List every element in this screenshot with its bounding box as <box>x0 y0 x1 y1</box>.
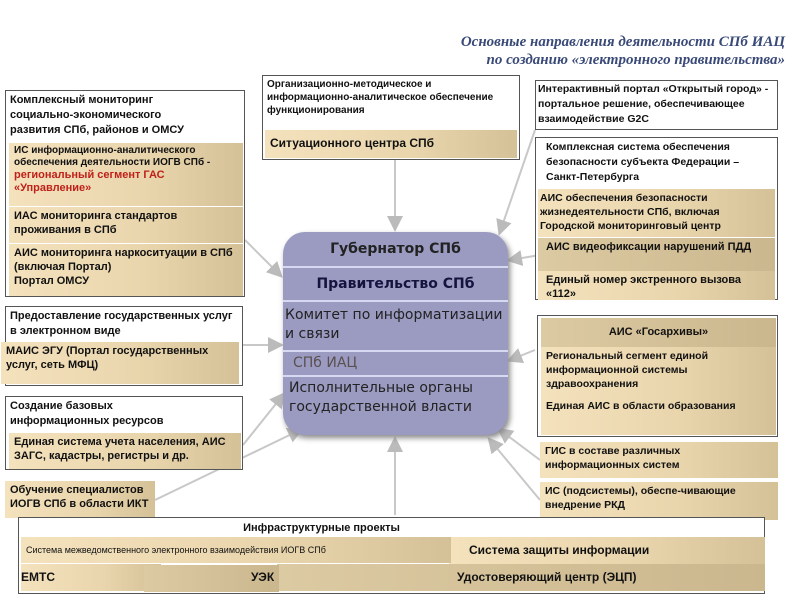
training-item: Обучение специалистов ИОГВ СПб в области… <box>5 481 155 518</box>
monitoring-box: Комплексный мониторинг социально-экономи… <box>5 90 245 297</box>
is-iogv-item: ИС информационно-аналитического обеспече… <box>9 143 243 206</box>
emts-item: ЕМТС <box>21 564 161 591</box>
executive-row: Исполнительные органы государственной вл… <box>289 380 473 415</box>
infrastructure-header: Инфраструктурные проекты <box>243 522 400 534</box>
situation-header: Организационно-методическое и информацио… <box>267 79 494 116</box>
arrow-right-1 <box>496 129 536 236</box>
monitoring-header: Комплексный мониторинг социально-экономи… <box>10 94 185 136</box>
title-line-1: Основные направления деятельности СПб ИА… <box>460 34 785 50</box>
services-box: Предоставление государственных услуг в э… <box>1 306 243 386</box>
mais-egu-item: МАИС ЭГУ (Портал государственных услуг, … <box>1 342 239 384</box>
registry-item: Единая система учета населения, АИС ЗАГС… <box>9 433 241 469</box>
archives-header: АИС «Госархивы» <box>541 318 776 347</box>
governor-row: Губернатор СПб <box>283 232 508 268</box>
arrow-left-1 <box>244 239 283 278</box>
situation-center-item: Ситуационного центра СПб <box>265 130 517 158</box>
open-city-portal-box: Интерактивный портал «Открытый город» - … <box>535 80 778 130</box>
portal-omsu-text: Портал ОМСУ <box>14 275 90 287</box>
government-block: Губернатор СПб Правительство СПб Комитет… <box>283 232 508 435</box>
arrow-left-3 <box>242 391 286 446</box>
committee-row: Комитет по информатизации и связи <box>283 302 508 352</box>
situation-box: Организационно-методическое и информацио… <box>262 75 520 160</box>
arrow-right-5 <box>487 436 541 501</box>
ais-nark-text: АИС мониторинга наркоситуации в СПб (вкл… <box>14 247 233 273</box>
security-box: Комплексная система обеспечения безопасн… <box>535 137 778 300</box>
resources-header: Создание базовых информационных ресурсов <box>10 400 164 427</box>
gas-segment-text: региональный сегмент ГАС «Управление» <box>14 169 165 194</box>
rkd-item: ИС (подсистемы), обеспе-чивающие внедрен… <box>540 482 778 520</box>
uek-item <box>144 565 279 592</box>
arrow-right-4 <box>496 427 541 461</box>
title-line-2: по созданию «электронного правительства» <box>486 52 785 68</box>
ias-item: ИАС мониторинга стандартов проживания в … <box>9 207 243 243</box>
arrow-right-3 <box>506 348 536 363</box>
education-ais-item: Единая АИС в области образования <box>541 397 776 435</box>
uek-label: УЭК <box>251 570 275 584</box>
archives-box: АИС «Госархивы» Региональный сегмент еди… <box>537 315 778 437</box>
government-row: Правительство СПб <box>283 268 508 302</box>
is-iogv-text: ИС информационно-аналитического обеспече… <box>14 145 211 168</box>
ais-life-safety-item: АИС обеспечения безопасности жизнедеятел… <box>538 189 775 237</box>
page-title: Основные направления деятельности СПб ИА… <box>461 33 785 69</box>
smev-item: Система межведомственного электронного в… <box>21 537 451 563</box>
protection-item: Система защиты информации <box>449 537 765 564</box>
ais-nark-item: АИС мониторинга наркоситуации в СПб (вкл… <box>9 244 243 296</box>
gis-item: ГИС в составе различных информационных с… <box>540 442 778 478</box>
ca-item: Удостоверяющий центр (ЭЦП) <box>277 564 765 591</box>
security-header: Комплексная система обеспечения безопасн… <box>546 141 740 183</box>
emergency-112-item: Единый номер экстренного вызова «112» <box>538 271 775 300</box>
ais-video-item: АИС видеофиксации нарушений ПДД <box>538 238 775 271</box>
infrastructure-box: Инфраструктурные проекты Система защиты … <box>18 517 765 594</box>
health-segment-item: Региональный сегмент единой информационн… <box>541 347 776 397</box>
services-header: Предоставление государственных услуг в э… <box>10 310 233 337</box>
iac-row: СПб ИАЦ <box>283 352 508 377</box>
resources-box: Создание базовых информационных ресурсов… <box>5 396 243 470</box>
